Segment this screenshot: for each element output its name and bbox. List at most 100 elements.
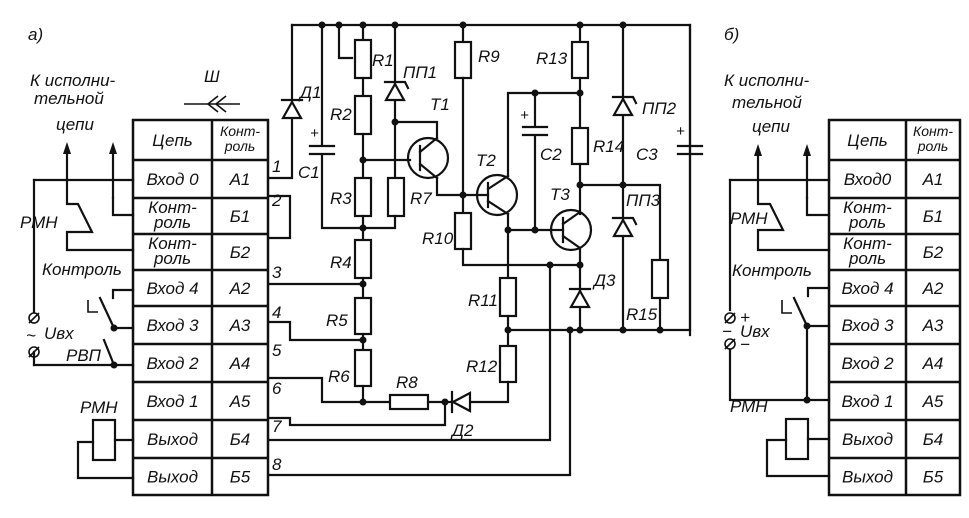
table-b-row-control: Б2 [923,243,944,262]
t1-label: T1 [430,95,450,114]
table-a-row-control: Б1 [230,207,251,226]
pin2-jumper [268,194,292,240]
table-b-row-circuit: роль [848,213,886,232]
r12-label: R12 [466,357,498,376]
r15-label: R15 [626,305,658,324]
exec-circuit-label-b-1: К исполни- [724,71,810,90]
table-a-row-control: А2 [229,279,251,298]
left-wiring-a [32,178,135,480]
diode-d1-icon [280,98,304,120]
table-a-row-control: Б2 [230,243,251,262]
table-a-row-control: Б5 [230,468,251,487]
exec-circuit-label-a-2: тельной [34,89,104,108]
t3-label: T3 [550,185,570,204]
zener-pp3-icon [611,216,638,238]
resistor-r13-icon [570,40,590,80]
table-a-row-control: Б4 [230,430,251,449]
part-b-label: б) [724,25,739,44]
table-b-row-circuit: Вход 2 [841,354,894,373]
connector-label: Ш [204,67,220,86]
zener-pp1-icon [383,80,410,102]
resistor-r4-icon [353,238,373,280]
d3-label: Д3 [592,271,616,290]
r5-label: R5 [326,311,348,330]
pin-number-6: 6 [272,379,282,398]
table-b-row-control: А1 [922,170,944,189]
r3-label: R3 [330,189,352,208]
table-a-row-circuit: Вход 1 [146,392,198,411]
left-wiring-b [728,178,831,478]
table-a-row-control: А1 [229,170,251,189]
table-b-row-circuit: Вход 3 [841,316,894,335]
control-button-label-a: Контроль [42,260,122,279]
resistor-r1-icon [353,38,373,80]
exec-circuit-label-a-3: цепи [56,115,95,134]
resistor-r12-icon [498,344,518,384]
d1-label: Д1 [298,83,321,102]
c1-label: C1 [298,163,320,182]
table-a-row-control: А3 [229,316,251,335]
minus-sign-b-2: − [740,335,750,354]
table-b-header-control: роль [917,138,949,154]
table-b-row-control: А3 [922,316,944,335]
table-b-header-control: Конт- [913,123,953,139]
r2-label: R2 [330,105,352,124]
resistor-r11-icon [498,276,518,318]
table-b-row-circuit: роль [848,249,886,268]
relay-contact-label-b: РМН [730,209,768,228]
table-a-row-circuit: роль [153,249,191,268]
table-b-row-control: А4 [922,354,944,373]
relay-contact-label-a: РМН [20,213,58,232]
table-a-row-control: А5 [229,392,251,411]
table-a-border [131,118,270,497]
pin-number-2: 2 [271,191,282,210]
transistor-t3-icon [548,208,593,252]
main-circuit: + + + [268,21,704,477]
resistor-r9-icon [453,40,473,80]
capacitor-c1-icon [308,144,336,156]
table-a-row-circuit: Выход [147,468,198,487]
table-a-row-control: А4 [229,354,251,373]
c2-polarity: + [520,107,529,124]
r11-label: R11 [468,291,498,310]
r10-label: R10 [422,229,454,248]
table-a-header-circuit: Цепь [152,131,192,150]
relay-coil-label-b: РМН [730,397,768,416]
capacitor-c2-icon [521,125,549,137]
t2-label: T2 [476,151,496,170]
r9-label: R9 [478,47,500,66]
pp1-label: ПП1 [403,63,437,82]
resistor-r15-icon [650,258,670,300]
table-a-row-circuit: Вход 3 [146,316,199,335]
table-a-row-circuit: Выход [147,430,198,449]
c3-label: C3 [636,145,658,164]
relay-coil-label-a: РМН [80,398,118,417]
exec-circuit-label-b-2: тельной [732,93,802,112]
plus-sign-b: + [740,308,750,327]
r6-label: R6 [328,367,350,386]
resistor-r10-icon [453,211,473,251]
exec-circuit-label-a-1: К исполни- [30,71,116,90]
table-a-header-control: роль [224,138,256,154]
diode-d3-icon [568,287,592,309]
c3-polarity: + [676,123,685,140]
table-a-header-control: Конт- [220,123,260,139]
input-voltage-label-b: Uвх [740,322,770,341]
table-b-row-control: Б5 [923,468,944,487]
table-b-row-circuit: Выход [842,468,893,487]
table-b-row-control: А5 [922,392,944,411]
table-b-row-circuit: Конт- [843,234,892,253]
transistor-t1-icon [406,136,465,197]
d2-label: Д2 [450,421,474,440]
r4-label: R4 [330,253,352,272]
table-a-row-circuit: Вход 2 [146,354,199,373]
pin-number-5: 5 [272,341,282,360]
pin-number-1: 1 [272,157,281,176]
table-b-row-circuit: Вход 4 [841,279,893,298]
resistor-r7-icon [386,176,406,218]
output-arrows-a [63,142,117,200]
table-b-row-control: Б1 [923,207,944,226]
